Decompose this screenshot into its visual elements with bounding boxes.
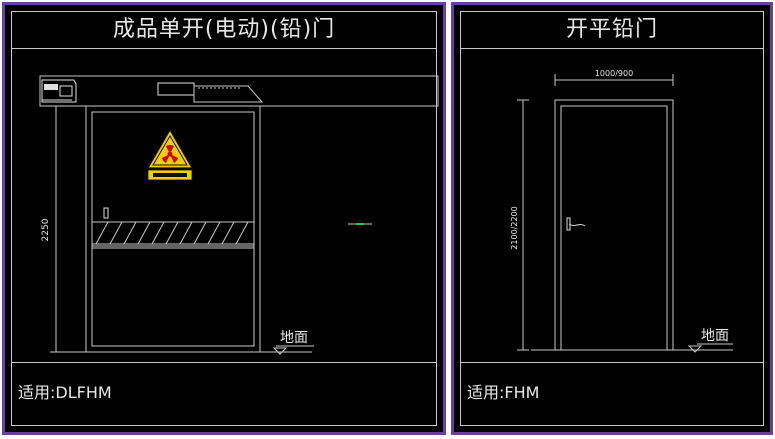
panel-footer: 适用:FHM	[461, 362, 763, 425]
panel-title: 成品单开(电动)(铅)门	[12, 12, 436, 49]
lead-band-hatching	[91, 221, 255, 245]
panel-swing-door: 开平铅门 1000/900 2100/2200 地面	[451, 2, 773, 435]
dimension-label-height: 2250	[41, 218, 51, 241]
dimension-label-height: 2100/2200	[510, 206, 519, 249]
panel-footer: 适用:DLFHM	[12, 362, 436, 425]
ground-label: 地面	[701, 328, 729, 344]
door-leaf	[560, 105, 668, 351]
ground-label: 地面	[280, 330, 308, 346]
panel-title: 开平铅门	[461, 12, 763, 49]
door-handle-icon	[566, 217, 586, 231]
operator-rail	[193, 85, 264, 103]
dimension-label-width: 1000/900	[595, 69, 633, 78]
panel-frame: 开平铅门 1000/900 2100/2200 地面	[460, 11, 764, 426]
sliding-door-drawing: 2250	[39, 75, 439, 355]
footer-label: 适用:DLFHM	[18, 383, 112, 402]
operator-control-box	[157, 82, 195, 96]
swing-door-drawing: 1000/900 2100/2200 地面	[510, 69, 733, 353]
panel-frame: 成品单开(电动)(铅)门 2250	[11, 11, 439, 426]
operator-motor-left	[41, 79, 77, 103]
door-handle	[103, 207, 109, 219]
radiation-warning-icon	[146, 128, 194, 181]
footer-label: 适用:FHM	[467, 383, 540, 402]
ground-level-symbol	[687, 345, 703, 353]
ground-level-symbol	[272, 347, 288, 355]
panel-sliding-door: 成品单开(电动)(铅)门 2250	[2, 2, 446, 435]
